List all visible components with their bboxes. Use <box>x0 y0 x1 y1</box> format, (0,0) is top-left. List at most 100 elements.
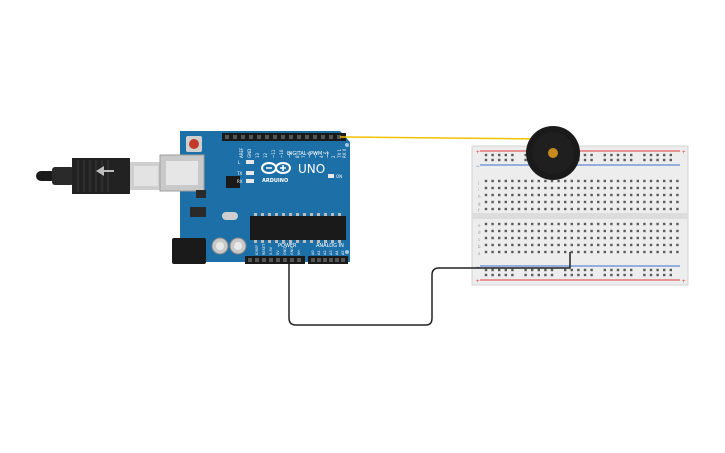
breadboard-hole[interactable] <box>597 207 600 211</box>
breadboard-hole[interactable] <box>524 207 527 211</box>
breadboard-hole[interactable] <box>590 179 593 183</box>
breadboard-hole[interactable] <box>669 179 672 183</box>
breadboard-hole[interactable] <box>564 229 567 233</box>
breadboard-hole[interactable] <box>669 229 672 233</box>
breadboard-hole[interactable] <box>643 207 646 211</box>
breadboard-hole[interactable] <box>590 243 593 247</box>
breadboard-hole[interactable] <box>616 243 620 247</box>
breadboard-hole[interactable] <box>498 229 501 233</box>
rail-hole[interactable] <box>550 273 554 277</box>
breadboard-hole[interactable] <box>498 186 501 190</box>
breadboard-hole[interactable] <box>564 243 567 247</box>
breadboard-hole[interactable] <box>669 207 672 211</box>
breadboard-hole[interactable] <box>676 243 679 247</box>
breadboard-hole[interactable] <box>517 243 521 247</box>
breadboard-hole[interactable] <box>643 193 646 197</box>
breadboard-hole[interactable] <box>656 193 659 197</box>
breadboard-hole[interactable] <box>630 250 633 254</box>
breadboard-hole[interactable] <box>504 186 507 190</box>
breadboard-hole[interactable] <box>498 207 501 211</box>
breadboard-hole[interactable] <box>583 222 587 226</box>
breadboard-hole[interactable] <box>557 200 560 204</box>
breadboard-hole[interactable] <box>603 250 606 254</box>
breadboard-hole[interactable] <box>610 222 613 226</box>
breadboard-hole[interactable] <box>537 236 540 240</box>
breadboard-hole[interactable] <box>504 193 507 197</box>
breadboard-hole[interactable] <box>643 243 646 247</box>
breadboard-hole[interactable] <box>504 229 507 233</box>
breadboard-hole[interactable] <box>649 193 653 197</box>
rail-hole[interactable] <box>656 268 659 272</box>
breadboard-hole[interactable] <box>656 250 659 254</box>
breadboard-hole[interactable] <box>610 236 613 240</box>
rail-hole[interactable] <box>663 153 666 157</box>
breadboard-hole[interactable] <box>616 179 620 183</box>
breadboard-hole[interactable] <box>597 236 600 240</box>
breadboard-hole[interactable] <box>544 236 547 240</box>
breadboard-hole[interactable] <box>557 222 560 226</box>
breadboard-hole[interactable] <box>524 229 527 233</box>
rail-hole[interactable] <box>610 268 613 272</box>
breadboard-hole[interactable] <box>570 229 573 233</box>
rail-hole[interactable] <box>656 153 659 157</box>
breadboard-hole[interactable] <box>484 186 488 190</box>
breadboard-hole[interactable] <box>610 186 613 190</box>
breadboard-hole[interactable] <box>570 186 573 190</box>
breadboard-hole[interactable] <box>636 236 639 240</box>
rail-hole[interactable] <box>531 268 534 272</box>
breadboard-hole[interactable] <box>676 229 679 233</box>
breadboard-hole[interactable] <box>491 243 494 247</box>
breadboard-hole[interactable] <box>623 236 626 240</box>
breadboard-hole[interactable] <box>610 243 613 247</box>
breadboard-hole[interactable] <box>570 179 573 183</box>
breadboard-hole[interactable] <box>636 222 639 226</box>
breadboard-hole[interactable] <box>484 200 488 204</box>
breadboard-hole[interactable] <box>491 207 494 211</box>
breadboard-hole[interactable] <box>597 222 600 226</box>
rail-hole[interactable] <box>603 158 606 162</box>
breadboard-hole[interactable] <box>564 207 567 211</box>
breadboard-hole[interactable] <box>498 250 501 254</box>
breadboard-hole[interactable] <box>564 200 567 204</box>
breadboard-hole[interactable] <box>636 200 639 204</box>
breadboard-hole[interactable] <box>504 207 507 211</box>
breadboard-hole[interactable] <box>570 193 573 197</box>
breadboard-hole[interactable] <box>663 236 666 240</box>
breadboard-hole[interactable] <box>583 243 587 247</box>
breadboard-hole[interactable] <box>663 243 666 247</box>
breadboard-hole[interactable] <box>597 229 600 233</box>
breadboard-hole[interactable] <box>663 222 666 226</box>
rail-hole[interactable] <box>484 273 488 277</box>
breadboard-hole[interactable] <box>537 186 540 190</box>
breadboard-hole[interactable] <box>577 207 580 211</box>
breadboard-hole[interactable] <box>537 243 540 247</box>
breadboard-hole[interactable] <box>656 200 659 204</box>
breadboard-hole[interactable] <box>676 236 679 240</box>
breadboard-hole[interactable] <box>643 250 646 254</box>
breadboard-hole[interactable] <box>531 200 534 204</box>
breadboard-hole[interactable] <box>583 179 587 183</box>
rail-hole[interactable] <box>484 158 488 162</box>
breadboard-hole[interactable] <box>564 179 567 183</box>
breadboard-hole[interactable] <box>531 243 534 247</box>
rail-hole[interactable] <box>669 153 672 157</box>
rail-hole[interactable] <box>616 268 620 272</box>
breadboard-hole[interactable] <box>643 200 646 204</box>
breadboard-hole[interactable] <box>498 243 501 247</box>
breadboard-hole[interactable] <box>504 250 507 254</box>
rail-hole[interactable] <box>623 273 626 277</box>
arduino-uno-board[interactable]: AREF GND 13 12 ~11 ~10 ~9 8 7 ~6 ~5 4 ~3… <box>159 131 350 264</box>
breadboard-hole[interactable] <box>557 236 560 240</box>
rail-hole[interactable] <box>524 158 527 162</box>
breadboard-hole[interactable] <box>610 250 613 254</box>
breadboard-hole[interactable] <box>550 222 554 226</box>
breadboard-hole[interactable] <box>524 236 527 240</box>
breadboard-hole[interactable] <box>583 229 587 233</box>
breadboard-hole[interactable] <box>484 229 488 233</box>
rail-hole[interactable] <box>616 158 620 162</box>
rail-hole[interactable] <box>649 158 653 162</box>
breadboard-hole[interactable] <box>656 222 659 226</box>
breadboard-hole[interactable] <box>577 236 580 240</box>
breadboard-hole[interactable] <box>550 243 554 247</box>
breadboard-hole[interactable] <box>570 236 573 240</box>
